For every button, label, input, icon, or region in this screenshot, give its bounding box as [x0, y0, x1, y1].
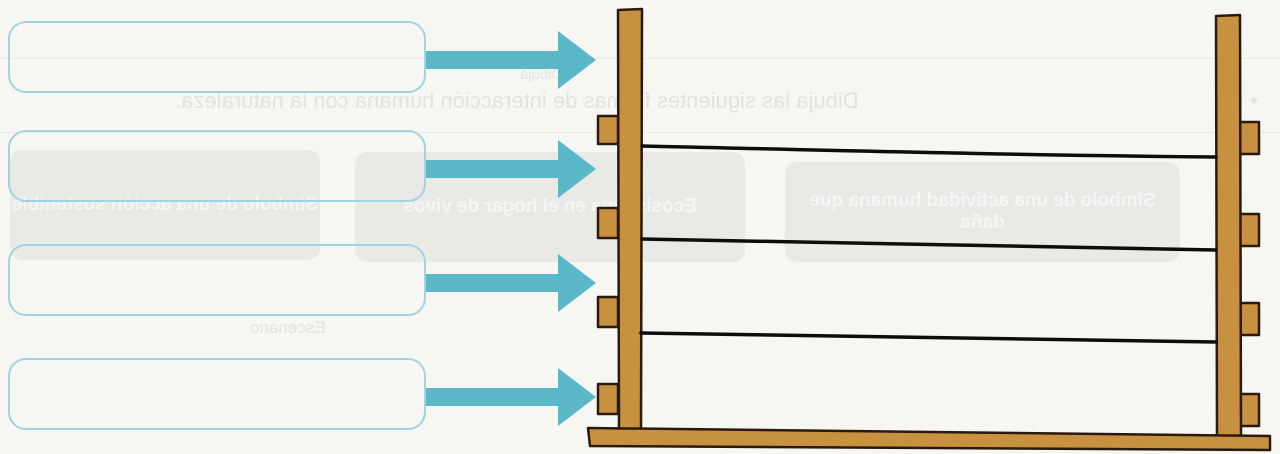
shelf-peg: [598, 208, 618, 238]
shelf-peg: [598, 384, 618, 414]
shelf-peg: [598, 297, 618, 327]
shelf-peg: [1240, 303, 1259, 335]
shelf-line: [642, 239, 1216, 250]
shelf-left-post: [618, 9, 642, 431]
shelf-peg: [598, 116, 618, 144]
shelf-line: [641, 333, 1216, 342]
shelf-line: [642, 146, 1216, 157]
shelf-peg: [1240, 214, 1259, 246]
shelf-peg: [1240, 122, 1259, 154]
shelf-base: [588, 428, 1270, 450]
shelf-peg: [1240, 394, 1259, 426]
shelf-right-post: [1216, 15, 1241, 437]
